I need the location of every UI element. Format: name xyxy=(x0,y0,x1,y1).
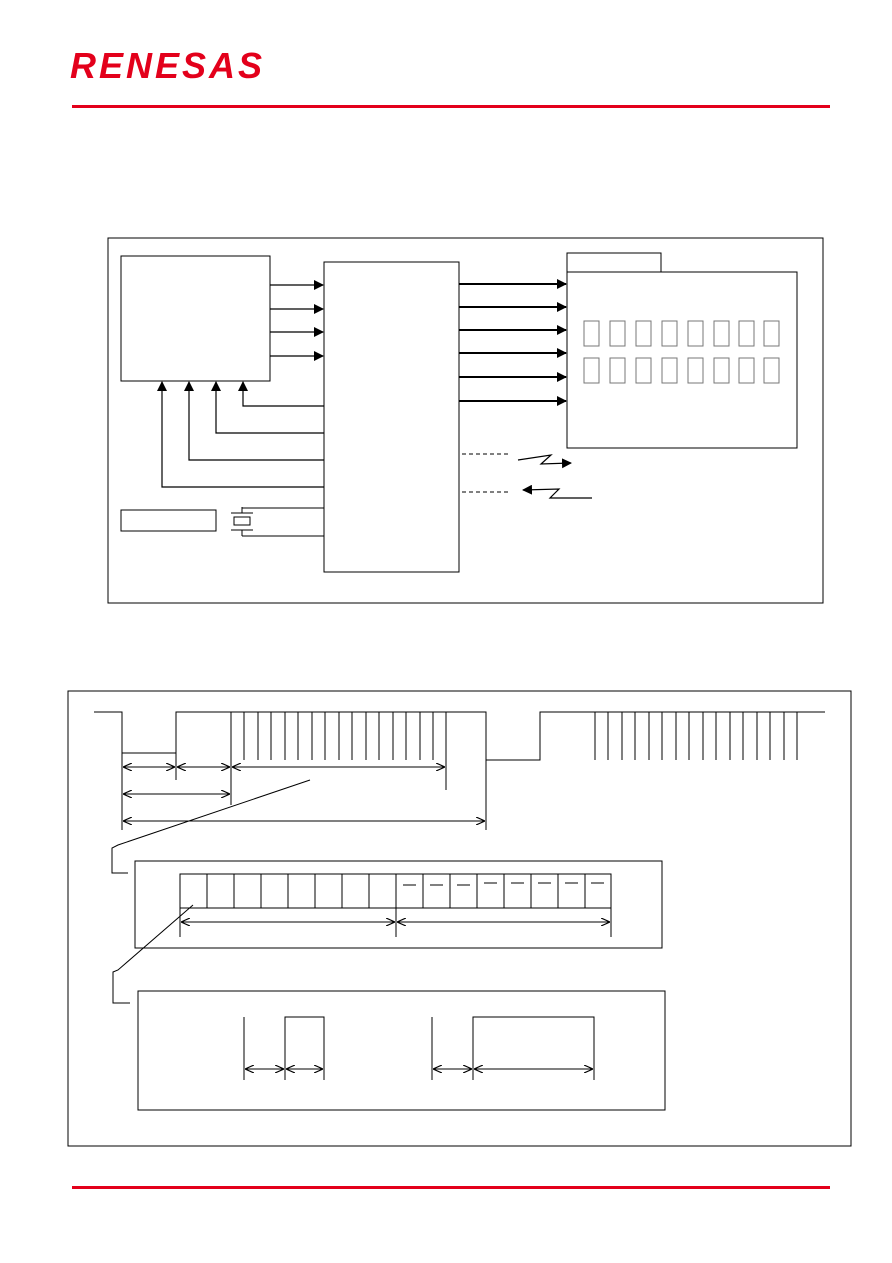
crystal-oscillator xyxy=(120,507,324,537)
timing-diagram-frame xyxy=(67,690,852,1147)
display-drive-arrows xyxy=(459,279,567,406)
display-panel xyxy=(566,271,798,449)
header-rule xyxy=(72,105,830,108)
display-segments xyxy=(583,320,780,384)
source-output-arrows xyxy=(270,280,324,361)
timing-diagram xyxy=(67,690,852,1147)
footer-rule xyxy=(72,1186,830,1189)
block-diagram xyxy=(107,237,824,604)
source-block xyxy=(120,255,271,382)
controller-block xyxy=(323,261,460,573)
wireless-signals xyxy=(462,453,592,499)
bit-encoding-box xyxy=(137,990,666,1111)
renesas-logo: RENESAS xyxy=(70,40,330,90)
logo-text: RENESAS xyxy=(70,45,265,86)
frame1-pulses xyxy=(230,712,487,830)
callout-line-1 xyxy=(111,779,311,874)
callout-line-2 xyxy=(112,904,194,1004)
display-tab xyxy=(566,252,662,274)
waveform xyxy=(94,711,825,761)
feedback-lines xyxy=(157,381,324,488)
block-diagram-frame xyxy=(107,237,824,604)
oscillator-label-box xyxy=(120,509,217,532)
frame2-pulses xyxy=(594,712,798,760)
inverted-bit-overlines xyxy=(403,882,604,886)
bit-cells xyxy=(179,873,612,909)
timing-dimension-arrows xyxy=(124,767,484,821)
bit-encoding-waveforms xyxy=(243,1016,595,1080)
data-frame-box xyxy=(134,860,663,949)
